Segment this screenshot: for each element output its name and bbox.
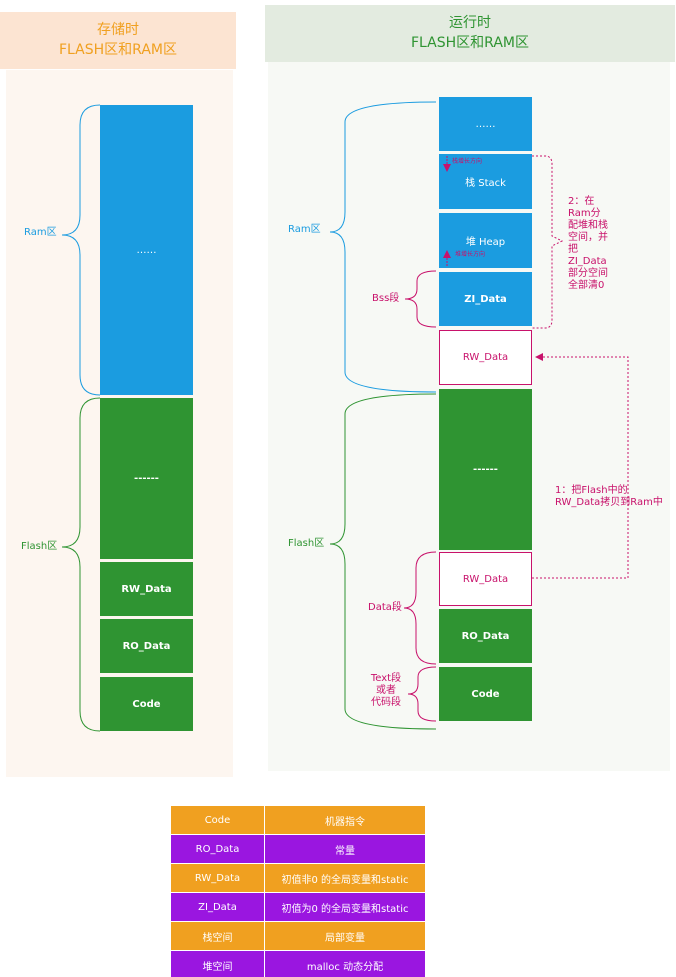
right-ro-data-block: RO_Data: [439, 609, 532, 663]
bss-brace: [404, 270, 437, 328]
note-1: 1：把Flash中的 RW_Data拷贝到Ram中: [555, 485, 663, 509]
legend-value: 局部变量: [265, 922, 426, 951]
legend-row: RO_Data 常量: [171, 835, 426, 864]
right-flash-label: Flash区: [288, 538, 325, 549]
right-heap-block: 堆 Heap: [439, 213, 532, 268]
data-segment-brace: [403, 551, 437, 665]
legend-value: 初值为0 的全局变量和static: [265, 893, 426, 922]
left-ro-data-label: RO_Data: [122, 640, 171, 652]
left-code-label: Code: [132, 698, 161, 710]
right-flash-dots-block: ------: [439, 389, 532, 550]
left-code-block: Code: [100, 677, 193, 731]
right-rw-data-flash-label: RW_Data: [462, 573, 509, 585]
note-2-line: Ram分: [568, 208, 601, 219]
text-segment-line3: 代码段: [371, 697, 401, 708]
bss-label: Bss段: [372, 293, 400, 304]
legend-key: 堆空间: [171, 951, 265, 977]
legend-row: 堆空间 malloc 动态分配: [171, 951, 426, 977]
right-stack-block: 栈 Stack: [439, 154, 532, 209]
right-rw-data-ram-block: RW_Data: [439, 330, 532, 385]
note-2-line: 空间，并: [568, 232, 608, 243]
legend-key: RW_Data: [171, 864, 265, 893]
legend-value: 常量: [265, 835, 426, 864]
legend-table: Code 机器指令 RO_Data 常量 RW_Data 初值非0 的全局变量和…: [171, 806, 426, 977]
right-ro-data-label: RO_Data: [461, 630, 510, 642]
right-flash-brace: [329, 393, 437, 730]
data-segment-label: Data段: [368, 602, 402, 613]
legend-key: ZI_Data: [171, 893, 265, 922]
left-title: 存储时 FLASH区和RAM区: [0, 20, 236, 60]
left-flash-dots: ------: [134, 473, 159, 484]
right-flash-dots: ------: [473, 464, 498, 475]
right-ram-dots-block: ……: [439, 97, 532, 151]
right-heap-label: 堆 Heap: [465, 237, 506, 248]
note-2-line: 部分空间: [568, 268, 608, 279]
note-2-line: 全部清0: [568, 280, 605, 291]
left-title-banner: [0, 12, 236, 69]
left-flash-brace: [61, 397, 101, 732]
legend-key: 栈空间: [171, 922, 265, 951]
left-ram-block: ……: [100, 105, 193, 395]
right-rw-data-ram-label: RW_Data: [462, 352, 509, 363]
stack-direction-label: 栈增长方向: [452, 158, 483, 165]
left-title-line1: 存储时: [97, 22, 139, 38]
note-2-line: 2：在: [568, 196, 595, 207]
legend-key: Code: [171, 806, 265, 835]
right-ram-dots: ……: [475, 118, 496, 130]
right-title: 运行时 FLASH区和RAM区: [265, 13, 675, 53]
right-ram-brace: [329, 101, 437, 393]
legend-row: Code 机器指令: [171, 806, 426, 835]
note-2: 2：在 Ram分 配堆和栈 空间，并 把 ZI_Data 部分空间 全部清0: [568, 196, 608, 292]
right-stack-label: 栈 Stack: [465, 178, 506, 189]
legend-value: malloc 动态分配: [265, 951, 426, 977]
legend-value: 机器指令: [265, 806, 426, 835]
note-1-line1: 1：把Flash中的: [555, 485, 628, 496]
right-title-banner: [265, 5, 675, 62]
text-segment-line1: Text段: [370, 673, 402, 684]
right-code-label: Code: [471, 688, 500, 700]
text-segment-line2: 或者: [376, 685, 396, 696]
note-2-line: ZI_Data: [568, 256, 607, 267]
legend-row: ZI_Data 初值为0 的全局变量和static: [171, 893, 426, 922]
legend-row: 栈空间 局部变量: [171, 922, 426, 951]
right-ram-label: Ram区: [288, 224, 321, 235]
note-1-line2: RW_Data拷贝到Ram中: [555, 497, 663, 508]
left-ram-dots: ……: [136, 244, 157, 256]
left-rw-data-label: RW_Data: [121, 583, 172, 595]
left-flash-label: Flash区: [21, 541, 58, 552]
note-2-line: 把: [568, 244, 578, 255]
left-ro-data-block: RO_Data: [100, 619, 193, 673]
left-rw-data-block: RW_Data: [100, 562, 193, 616]
left-flash-dots-block: ------: [100, 398, 193, 559]
legend-value: 初值非0 的全局变量和static: [265, 864, 426, 893]
note-2-brace: [532, 155, 564, 329]
legend-row: RW_Data 初值非0 的全局变量和static: [171, 864, 426, 893]
legend-body: Code 机器指令 RO_Data 常量 RW_Data 初值非0 的全局变量和…: [171, 806, 426, 977]
right-rw-data-flash-block: RW_Data: [439, 552, 532, 606]
text-segment-label: Text段 或者 代码段: [366, 673, 406, 709]
heap-direction-label: 堆增长方向: [455, 251, 486, 258]
note-2-line: 配堆和栈: [568, 220, 608, 231]
right-title-line2: FLASH区和RAM区: [411, 35, 529, 51]
legend-key: RO_Data: [171, 835, 265, 864]
left-ram-label: Ram区: [24, 227, 57, 238]
text-segment-brace: [407, 666, 437, 722]
right-zi-data-block: ZI_Data: [439, 272, 532, 326]
left-ram-brace: [61, 104, 101, 396]
copy-arrow: [532, 353, 629, 579]
right-code-block: Code: [439, 667, 532, 721]
right-title-line1: 运行时: [449, 15, 491, 31]
left-title-line2: FLASH区和RAM区: [59, 42, 177, 58]
right-zi-data-label: ZI_Data: [464, 293, 507, 305]
